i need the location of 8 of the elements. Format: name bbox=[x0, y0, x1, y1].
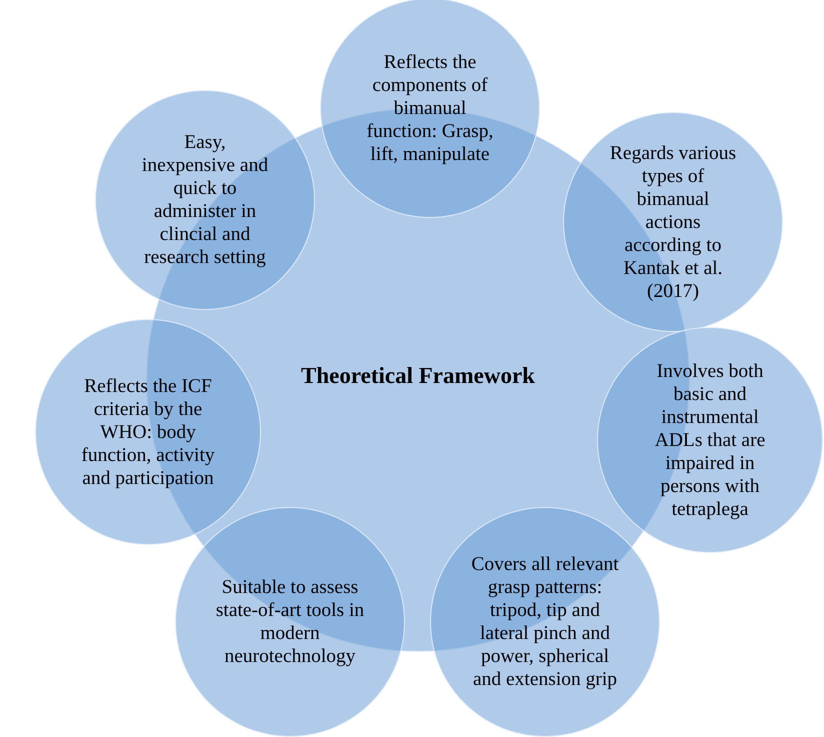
node-text: Easy, inexpensive and quick to administer in clincial and research setting bbox=[140, 131, 270, 269]
node-text: Suitable to assess state-of-art tools in modern neurotechnology bbox=[215, 576, 365, 668]
node-text: Involves both basic and instrumental ADLs that are impaired in persons with tetraplega bbox=[654, 360, 766, 520]
node-text: Regards various types of bimanual actions according to Kantak et al. (2017) bbox=[608, 142, 738, 302]
node-text: Covers all relevant grasp patterns: tripod, tip and lateral pinch and power, spherical and extension grip bbox=[470, 553, 620, 691]
node-text: Reflects the ICF criteria by the WHO: body function, activity and participation bbox=[80, 374, 216, 490]
heading-text: Theoretical Framework bbox=[300, 364, 536, 386]
node-text: Reflects the components of bimanual function: Grasp, lift, manipulate bbox=[366, 50, 494, 166]
